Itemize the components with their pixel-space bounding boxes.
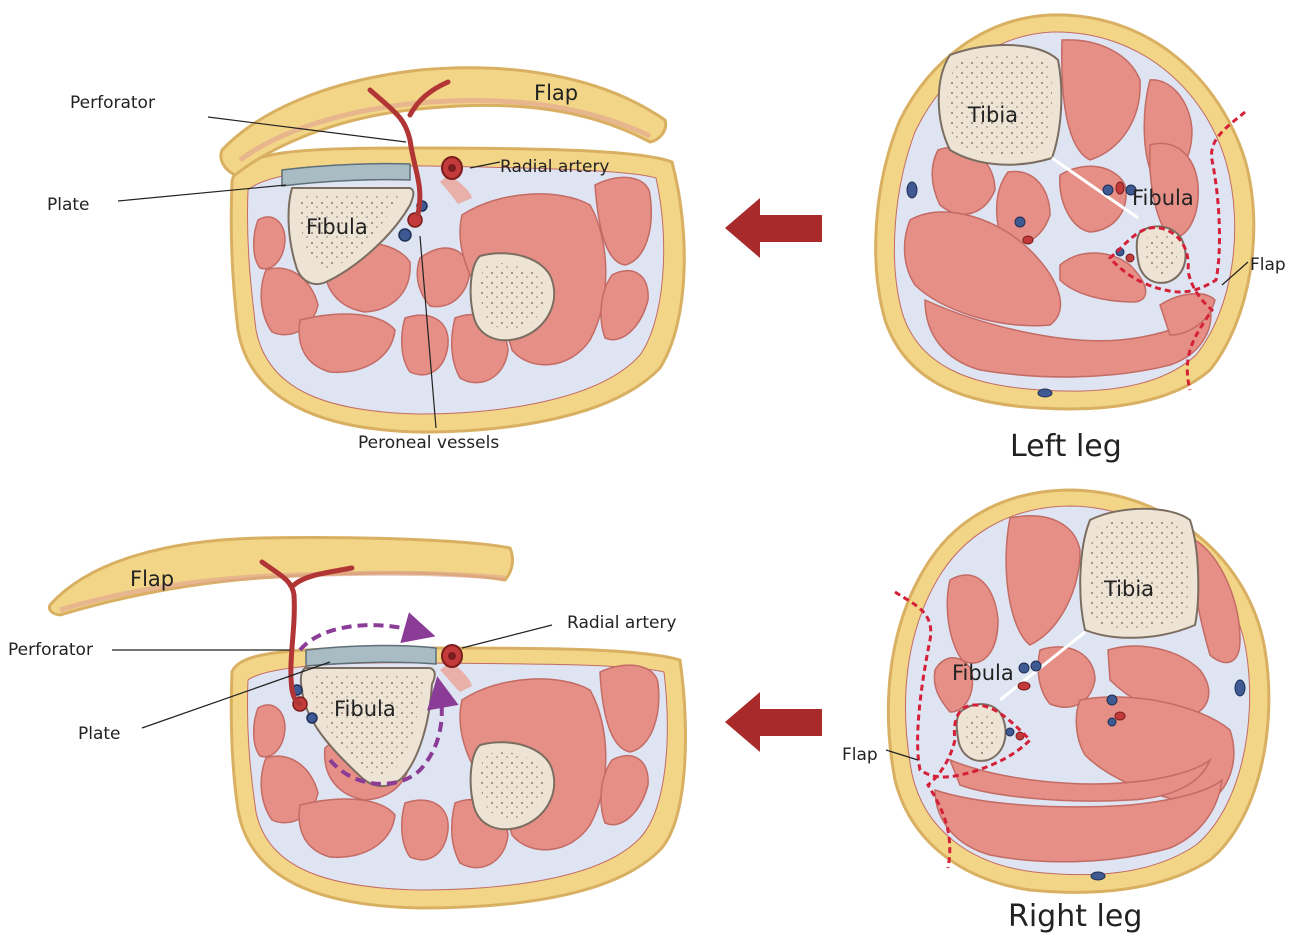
tibia-label: Tibia (1103, 577, 1154, 601)
perforator-label: Perforator (70, 93, 155, 113)
plate (306, 646, 436, 666)
arrow-left-icon (725, 692, 822, 752)
plate-label: Plate (47, 195, 90, 215)
arrow-left-icon (725, 198, 822, 258)
peroneal-vein (399, 229, 411, 241)
fibula-label: Fibula (334, 697, 396, 721)
flap-label: Flap (534, 81, 578, 105)
radial-artery-label: Radial artery (567, 613, 677, 633)
radial-artery-label: Radial artery (500, 157, 610, 177)
right-leg-caption: Right leg (1008, 899, 1142, 934)
left-leg-caption: Left leg (1010, 429, 1122, 464)
tibia-label: Tibia (967, 103, 1018, 127)
peroneal-vessels-label: Peroneal vessels (358, 433, 499, 453)
panel-bottom-left: Flap Fibula Perforator Plate Radial arte… (8, 537, 685, 908)
perforator-label: Perforator (8, 640, 93, 660)
peroneal-vein (307, 713, 317, 723)
plate-label: Plate (78, 724, 121, 744)
panel-top-right: Tibia Fibula Flap Left leg (876, 15, 1286, 464)
fibula-label: Fibula (952, 661, 1014, 685)
fibula-label: Fibula (306, 215, 368, 239)
fibula-label: Fibula (1132, 186, 1194, 210)
flap-label: Flap (130, 567, 174, 591)
flap-label: Flap (1250, 255, 1286, 275)
panel-bottom-right: Tibia Fibula Flap Right leg (842, 490, 1269, 934)
panel-top-left: Flap Fibula Perforator Plate Radial arte… (47, 68, 684, 453)
flap-label: Flap (842, 745, 878, 765)
